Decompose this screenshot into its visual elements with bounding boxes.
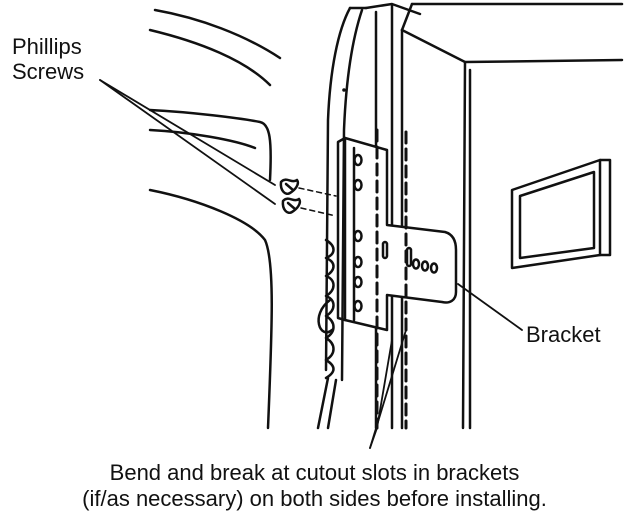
bracket-label: Bracket (526, 322, 601, 347)
caption-line1: Bend and break at cutout slots in bracke… (109, 460, 520, 485)
bracket-holes (353, 153, 439, 313)
phillips-screws-label-line2: Screws (12, 59, 85, 84)
phillips-screws (279, 178, 302, 214)
left-appliance (148, 8, 282, 430)
break-lines (375, 128, 408, 430)
right-cabinet (400, 2, 624, 430)
caption-line2: (if/as necessary) on both sides before i… (82, 486, 547, 511)
hinge-strap (324, 238, 335, 380)
wire-lead-2 (326, 378, 338, 430)
leader-lines (99, 79, 523, 449)
phillips-screws-label: Phillips Screws (12, 34, 84, 84)
instruction-caption: Bend and break at cutout slots in bracke… (0, 460, 629, 512)
phillips-screws-label-line1: Phillips (12, 34, 82, 59)
wire-loop (317, 298, 334, 334)
screw-alignment-lines (298, 187, 337, 217)
wire-lead-1 (316, 376, 330, 430)
